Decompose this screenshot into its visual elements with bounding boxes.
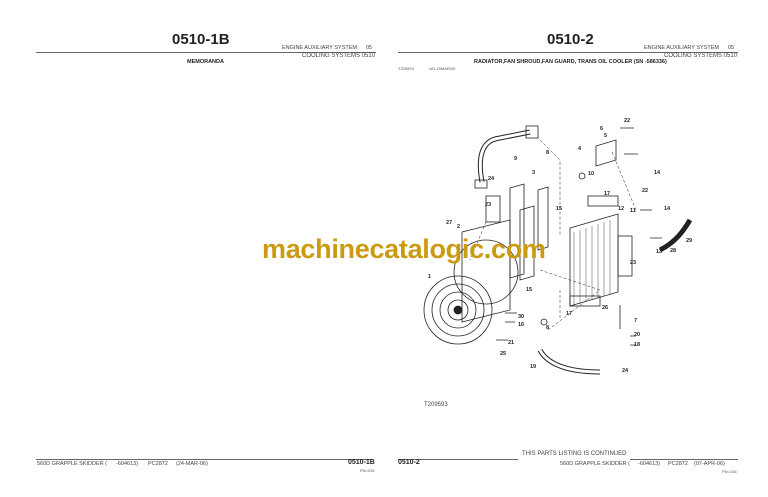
callout-number: 21 [508, 340, 514, 346]
right-group: COOLING SYSTEMS 0510 [664, 53, 738, 59]
callout-number: 27 [446, 220, 452, 226]
left-footer-rule [36, 459, 372, 460]
left-heading: MEMORANDA [187, 59, 224, 65]
callout-number: 28 [670, 248, 676, 254]
right-footer-serial: -604613) [638, 461, 661, 467]
callout-number: 14 [664, 206, 671, 212]
left-section-code: 05 [366, 45, 373, 51]
callout-number: 4 [578, 146, 582, 152]
callout-number: 5 [604, 133, 607, 139]
right-page-number: 0510-2 [547, 31, 594, 48]
illustration-code: -UN-19MAR/05 [428, 66, 456, 71]
callout-number: 23 [485, 202, 491, 208]
callout-number: 6 [600, 126, 603, 132]
callout-number: 12 [618, 206, 624, 212]
callout-number: 11 [630, 208, 636, 214]
callout-number: 22 [624, 118, 630, 124]
callout-number: 1 [428, 274, 431, 280]
right-footer-pn: PN=236 [722, 469, 737, 474]
right-section: ENGINE AUXILIARY SYSTEM [644, 45, 719, 51]
callout-number: 25 [500, 351, 506, 357]
right-heading: RADIATOR,FAN SHROUD,FAN GUARD, TRANS OIL… [474, 59, 667, 65]
callout-number: 17 [566, 311, 572, 317]
callout-number: 30 [518, 314, 524, 320]
callout-number: 8 [546, 150, 549, 156]
right-header-rule [398, 52, 738, 53]
left-section: ENGINE AUXILIARY SYSTEM [282, 45, 357, 51]
callout-number: 19 [530, 364, 536, 370]
left-footer-date: (24-MAR-06) [176, 461, 208, 467]
watermark: machinecatalogic.com [262, 234, 546, 264]
callout-number: 20 [634, 332, 640, 338]
callout-number: 8 [546, 325, 549, 331]
right-footer-model: 560D GRAPPLE SKIDDER ( [560, 461, 630, 467]
illustration-id: T209593 [398, 66, 414, 71]
left-footer-catalog: PC2872 [148, 461, 168, 467]
left-footer-pn: PN=235 [360, 468, 375, 473]
left-page-number: 0510-1B [172, 31, 230, 48]
right-footer-rule-right [630, 459, 738, 460]
callout-number: 29 [686, 238, 692, 244]
callout-number: 9 [514, 156, 517, 162]
callout-number: 16 [518, 322, 524, 328]
left-footer-model: 560D GRAPPLE SKIDDER ( [37, 461, 107, 467]
right-footer-page: 0510-2 [398, 459, 420, 466]
left-header-rule [36, 52, 376, 53]
callout-number: 18 [634, 342, 640, 348]
callout-number: 7 [634, 318, 637, 324]
callout-number: 3 [532, 170, 535, 176]
left-footer-page: 0510-1B [348, 459, 375, 466]
callout-number: 23 [630, 260, 636, 266]
right-footer-date: (07-APR-06) [694, 461, 725, 467]
callout-number: 24 [488, 176, 495, 182]
callout-number: 14 [654, 170, 661, 176]
callout-number: 26 [602, 305, 608, 311]
callout-number: 22 [642, 188, 648, 194]
callout-number: 17 [604, 191, 610, 197]
right-section-code: 05 [728, 45, 735, 51]
callout-number: 15 [556, 206, 562, 212]
figure-caption: T209593 [424, 402, 448, 408]
continued-note: THIS PARTS LISTING IS CONTINUED [522, 451, 627, 457]
callout-number: 2 [457, 224, 460, 230]
right-footer-rule-left [398, 459, 518, 460]
callout-number: 10 [588, 171, 594, 177]
right-footer-catalog: PC2872 [668, 461, 688, 467]
left-footer-serial: -604613) [116, 461, 139, 467]
callout-number: 15 [526, 287, 532, 293]
left-group: COOLING SYSTEMS 0510 [302, 53, 376, 59]
callout-number: 24 [622, 368, 629, 374]
callout-number: 13 [656, 249, 662, 255]
